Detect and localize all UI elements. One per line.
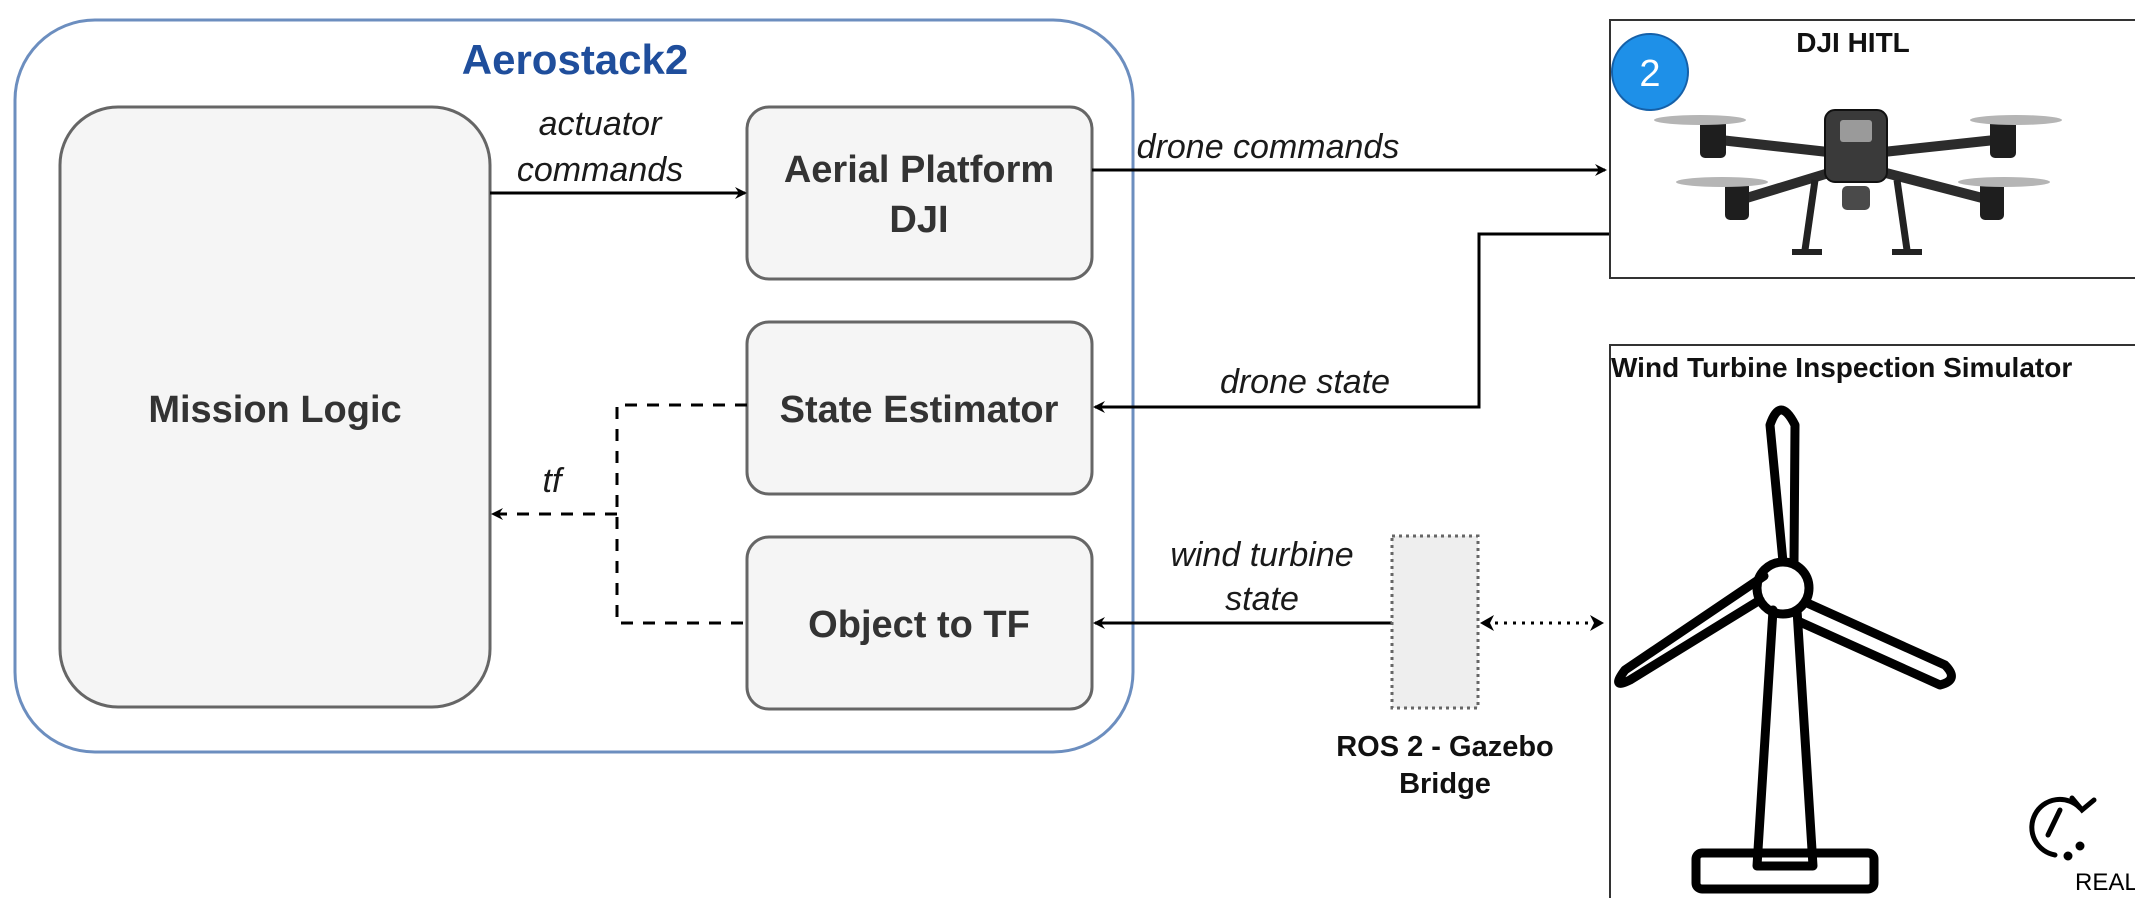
- object-to-tf-label: Object to TF: [808, 604, 1030, 646]
- mission-logic-label: Mission Logic: [148, 389, 401, 431]
- simulator-title: Wind Turbine Inspection Simulator: [1611, 352, 2072, 383]
- state-estimator-label: State Estimator: [780, 389, 1059, 431]
- drone-commands-label: drone commands: [1137, 128, 1400, 166]
- bridge-left-arrowhead: [1480, 615, 1494, 631]
- actuator-commands-label-line1: actuator: [539, 105, 664, 143]
- aerostack-title: Aerostack2: [462, 36, 688, 83]
- realtime-label: REAL: [2075, 869, 2135, 896]
- realtime-clock-icon: [2029, 795, 2097, 861]
- aerial-platform-box: [745, 105, 1094, 281]
- drone-state-label: drone state: [1220, 363, 1390, 401]
- aerial-platform-label-line2: DJI: [889, 199, 948, 241]
- bridge-right-arrowhead: [1590, 615, 1604, 631]
- bridge-label-line1: ROS 2 - Gazebo: [1336, 731, 1554, 763]
- actuator-commands-label-line2: commands: [517, 151, 683, 189]
- hitl-badge-number: 2: [1639, 53, 1660, 95]
- hitl-title: DJI HITL: [1796, 27, 1910, 58]
- object-to-tf-box: [745, 535, 1094, 711]
- wind-turbine-state-label-line2: state: [1225, 580, 1299, 618]
- tf-label: tf: [543, 462, 565, 500]
- drone-state-arrow: [1093, 232, 1610, 413]
- drone-image: [1654, 109, 2062, 255]
- bridge-label-line2: Bridge: [1399, 768, 1491, 800]
- bridge-box: [1390, 534, 1480, 710]
- wind-turbine-icon: [1614, 405, 1956, 894]
- wind-turbine-state-label-line1: wind turbine: [1170, 536, 1353, 574]
- aerial-platform-label-line1: Aerial Platform: [784, 149, 1054, 191]
- hitl-badge: [1611, 33, 1689, 111]
- mission-logic-box: [58, 105, 492, 709]
- state-estimator-box: [745, 320, 1094, 496]
